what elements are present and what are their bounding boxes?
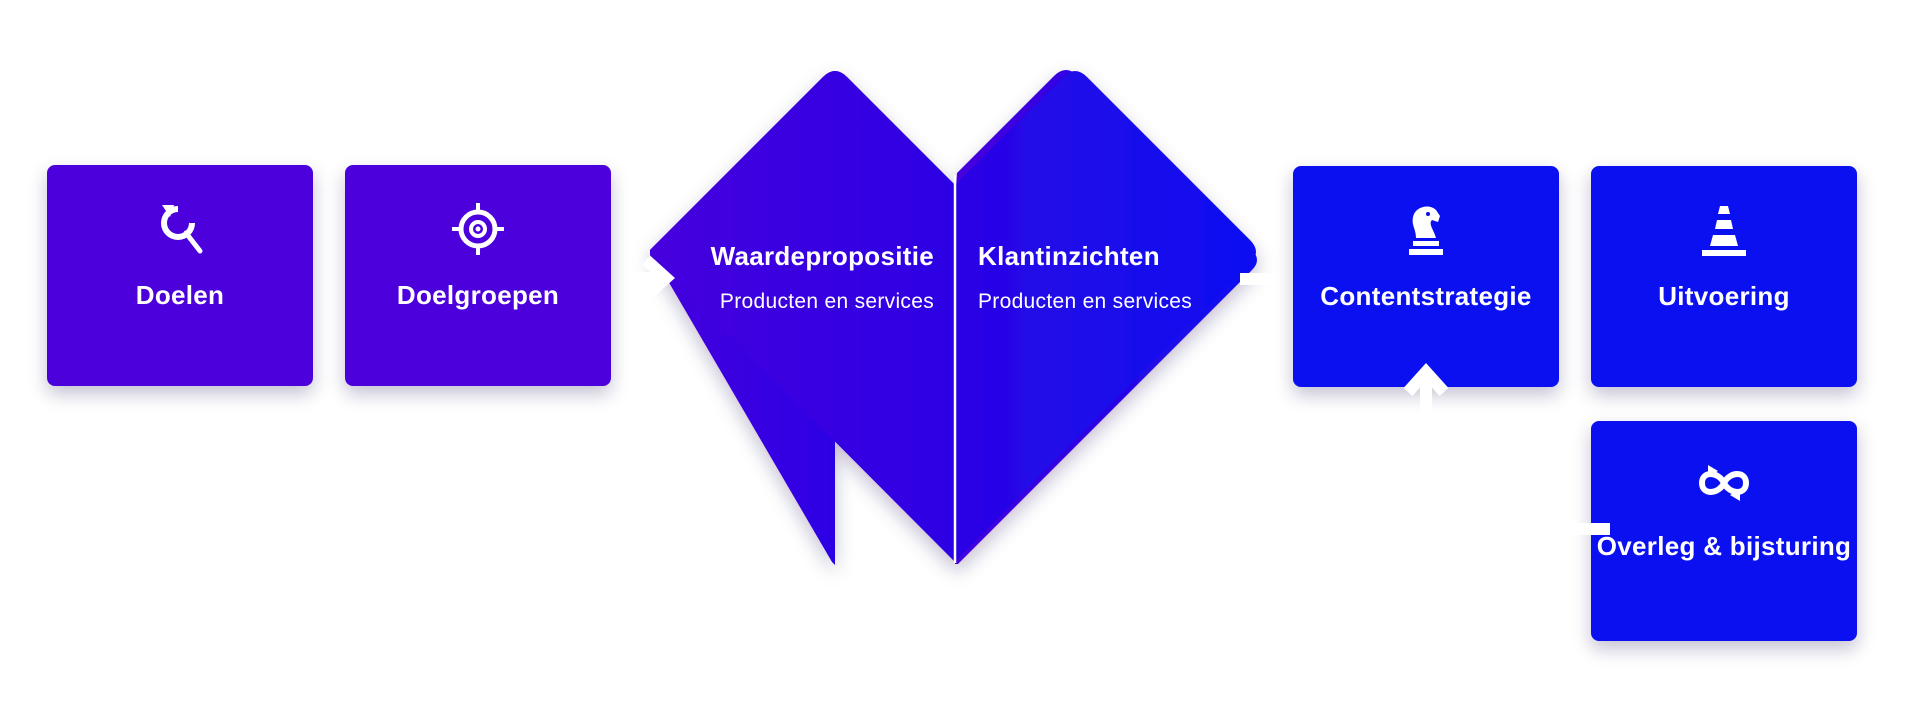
heart-left-title: Waardepropositie (710, 241, 934, 271)
step-uitvoering: Uitvoering (1591, 166, 1857, 387)
heart-right-subtitle: Producten en services (978, 290, 1193, 313)
step-label: Contentstrategie (1320, 281, 1532, 311)
step-overleg: Overleg & bijsturing (1591, 421, 1857, 641)
cycle-arrows-icon (1591, 461, 1857, 505)
heart-left-subtitle: Producten en services (719, 290, 934, 313)
step-doelgroepen: Doelgroepen (345, 165, 611, 386)
heart-left-text: Waardepropositie Producten en services (674, 240, 934, 316)
magnifier-refresh-icon (47, 201, 313, 257)
step-label: Overleg & bijsturing (1596, 531, 1852, 561)
step-contentstrategie: Contentstrategie (1293, 166, 1559, 387)
traffic-cone-icon (1591, 202, 1857, 262)
heart-right-title: Klantinzichten (978, 241, 1160, 271)
target-icon (345, 201, 611, 257)
step-label: Doelgroepen (396, 280, 560, 310)
step-doelen: Doelen (47, 165, 313, 386)
chess-knight-icon (1293, 202, 1559, 262)
step-label: Uitvoering (1658, 281, 1790, 311)
heart-right-text: Klantinzichten Producten en services (978, 240, 1238, 316)
step-label: Doelen (135, 280, 225, 310)
